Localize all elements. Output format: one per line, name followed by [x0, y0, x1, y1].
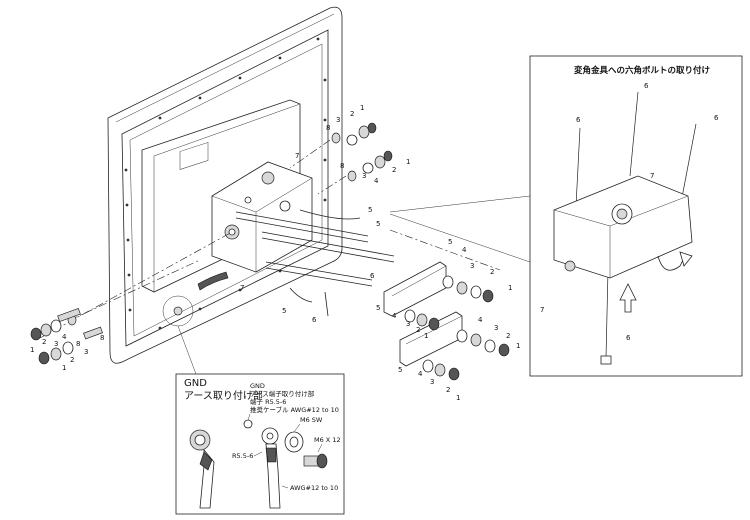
u-bolts: [235, 209, 395, 317]
callout-1c: 1: [508, 284, 512, 292]
callout-5c: 5: [448, 238, 452, 246]
detail-callout-6c: 6: [714, 114, 719, 122]
callout-4a: 4: [374, 177, 379, 185]
callout-3a: 3: [336, 116, 340, 124]
gnd-note-line3: 端子 R5.5-6: [250, 397, 286, 406]
detail-title: 変角金具への六角ボルトの取り付け: [574, 65, 711, 76]
callout-2c: 2: [490, 268, 494, 276]
detail-callout-6a: 6: [576, 116, 581, 124]
callout-2e: 2: [506, 332, 510, 340]
callout-3e: 3: [494, 324, 498, 332]
gnd-label-awg: AWG#12 to 10: [290, 484, 338, 492]
callout-8c: 8: [76, 340, 80, 348]
detail-callout-6d: 6: [626, 334, 631, 342]
callout-2h: 2: [70, 356, 74, 364]
callout-2f: 2: [446, 386, 450, 394]
gnd-label-m6x12: M6 X 12: [314, 436, 341, 444]
gnd-title-line1: GND: [184, 378, 207, 389]
callout-5e: 5: [398, 366, 402, 374]
callout-7b: 7: [240, 284, 244, 292]
detail-bolts: [575, 91, 697, 365]
gnd-detail-box: GND アース取り付け部 GND アース端子取り付け部 端子 R5.5-6 推奨…: [175, 373, 345, 515]
callout-3b: 3: [362, 172, 366, 180]
panel-screws: [124, 37, 327, 330]
callout-2d: 2: [416, 326, 420, 334]
label-plate: [179, 142, 209, 170]
callout-2a: 2: [350, 110, 354, 118]
callout-8d: 8: [100, 334, 104, 342]
callout-6b: 6: [312, 316, 317, 324]
callout-4g: 4: [62, 333, 67, 341]
callout-5f: 5: [282, 307, 286, 315]
callout-8b: 8: [340, 162, 344, 170]
callout-5b: 5: [376, 220, 380, 228]
callout-2b: 2: [392, 166, 396, 174]
callout-4c: 4: [392, 312, 397, 320]
callout-1e: 1: [516, 342, 520, 350]
gnd-title-line2: アース取り付け部: [184, 389, 263, 402]
callout-7a: 7: [295, 152, 299, 160]
callout-1g: 1: [30, 346, 34, 354]
gnd-note-line2: アース端子取り付け部: [250, 389, 315, 398]
callout-5a: 5: [368, 206, 372, 214]
callout-4d: 4: [478, 316, 483, 324]
callout-1b: 1: [406, 158, 410, 166]
gnd-note-line1: GND: [250, 382, 265, 390]
callout-5d: 5: [376, 304, 380, 312]
callout-3c: 3: [470, 262, 474, 270]
callout-4e: 4: [418, 370, 423, 378]
callout-8a: 8: [326, 124, 330, 132]
detail-callout-7b: 7: [540, 306, 544, 314]
callout-1h: 1: [62, 364, 66, 372]
callout-2g: 2: [42, 338, 46, 346]
callout-3g: 3: [54, 340, 58, 348]
callout-1f: 1: [456, 394, 460, 402]
callout-3f: 3: [430, 378, 434, 386]
gnd-label-r55: R5.5-6: [232, 452, 253, 460]
gnd-note-line4: 推奨ケーブル AWG#12 to 10: [250, 405, 339, 414]
gnd-label-m6sw: M6 SW: [300, 416, 323, 424]
gnd-washer-screw: [284, 431, 328, 469]
hardware-stacks: [30, 122, 510, 381]
callout-3d: 3: [406, 320, 410, 328]
detail-box-bolt-install: 変角金具への六角ボルトの取り付け 6 6 6 7 7 6: [529, 55, 743, 377]
callout-numbers: 7 7 8 8 8 8 3 2 1 3 4 2 1 5 5 5 5 5 5 6 …: [30, 104, 520, 402]
callout-3h: 3: [84, 348, 88, 356]
callout-6a: 6: [370, 272, 375, 280]
callout-4b: 4: [462, 246, 467, 254]
detail-callout-7a: 7: [650, 172, 654, 180]
gnd-ring-terminal: [243, 419, 281, 509]
detail-callout-6b: 6: [644, 82, 649, 90]
gnd-cable-left: [189, 429, 215, 509]
callout-1d: 1: [424, 332, 428, 340]
callout-1a: 1: [360, 104, 364, 112]
